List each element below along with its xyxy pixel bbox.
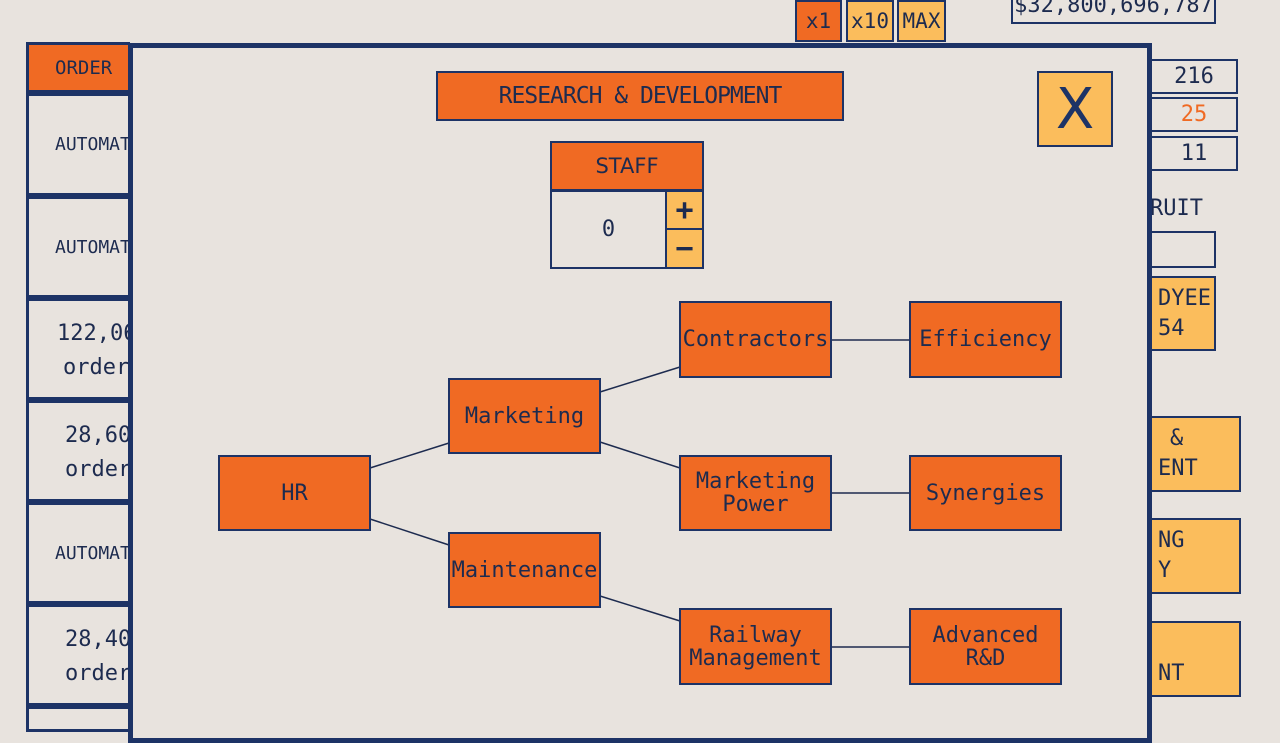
rnd-button-line2: ENT xyxy=(1158,456,1198,481)
tree-node-label: Marketing xyxy=(695,469,816,494)
close-button[interactable]: X xyxy=(1037,71,1113,147)
order-row-amount: 28,60 xyxy=(65,423,132,448)
tree-node-advanced-rnd[interactable]: Advanced R&D xyxy=(909,608,1062,685)
marketing-button[interactable]: NG Y xyxy=(1150,518,1241,594)
staff-widget xyxy=(550,141,704,269)
multiplier-max-button[interactable]: MAX xyxy=(897,0,946,42)
employee-button-label: DYEE xyxy=(1158,286,1211,311)
tree-node-label: Management xyxy=(689,645,822,671)
staff-label: STAFF xyxy=(552,143,702,189)
tree-node-contractors[interactable]: Contractors xyxy=(679,301,832,378)
close-icon: X xyxy=(1055,76,1095,142)
tree-node-maintenance[interactable]: Maintenance xyxy=(448,532,601,608)
order-row[interactable]: AUTOMAT xyxy=(29,96,131,193)
money-display: $32,800,696,787 xyxy=(1011,0,1216,24)
management-button-line2: NT xyxy=(1158,661,1185,686)
order-row[interactable]: 28,40 order xyxy=(29,607,132,703)
marketing-button-line1: NG xyxy=(1158,528,1185,553)
order-row-label: AUTOMAT xyxy=(55,542,131,564)
tree-node-label: Railway xyxy=(709,622,802,648)
tree-node-label: Power xyxy=(722,492,789,517)
minus-icon: − xyxy=(675,231,694,266)
tree-node-railway-management[interactable]: Railway Management xyxy=(679,608,832,685)
stat-value-3: 11 xyxy=(1150,136,1238,171)
order-row[interactable]: 28,60 order xyxy=(29,403,132,499)
plus-icon: + xyxy=(675,192,694,228)
staff-divider xyxy=(552,189,702,192)
staff-increment-button[interactable]: + xyxy=(665,192,702,230)
order-row-amount: 28,40 xyxy=(65,627,132,652)
order-row-label: AUTOMAT xyxy=(55,134,131,155)
tree-node-label: Advanced xyxy=(932,622,1039,648)
order-row-label: AUTOMAT xyxy=(55,236,131,258)
recruit-label: RUIT xyxy=(1150,196,1203,221)
order-row[interactable]: 122,06 order xyxy=(29,301,137,397)
order-row-unit: order xyxy=(65,661,132,686)
multiplier-x10-button[interactable]: x10 xyxy=(846,0,894,42)
modal-title: RESEARCH & DEVELOPMENT xyxy=(436,71,844,121)
stat-value-2: 25 xyxy=(1150,97,1238,132)
order-row-unit: order xyxy=(65,457,132,482)
order-row[interactable]: AUTOMAT xyxy=(29,199,131,295)
rnd-button-line1: & xyxy=(1170,426,1184,451)
order-row[interactable]: AUTOMAT xyxy=(29,505,131,601)
order-list-header[interactable]: ORDER xyxy=(29,45,130,90)
tree-node-label: R&D xyxy=(965,645,1006,671)
rnd-button[interactable]: & ENT xyxy=(1150,416,1241,492)
marketing-button-line2: Y xyxy=(1158,558,1172,583)
order-row-amount: 122,06 xyxy=(57,321,137,346)
staff-decrement-button[interactable]: − xyxy=(665,230,702,267)
management-button[interactable]: NT xyxy=(1150,621,1241,697)
tree-node-marketing-power[interactable]: Marketing Power xyxy=(679,455,832,531)
tree-node-hr[interactable]: HR xyxy=(218,455,371,531)
order-row-unit: order xyxy=(63,355,130,380)
tree-node-efficiency[interactable]: Efficiency xyxy=(909,301,1062,378)
research-tree-connectors xyxy=(369,339,910,648)
tree-node-synergies[interactable]: Synergies xyxy=(909,455,1062,531)
multiplier-x1-button[interactable]: x1 xyxy=(795,0,842,42)
tree-node-marketing[interactable]: Marketing xyxy=(448,378,601,454)
employee-button-count: 54 xyxy=(1158,316,1185,341)
staff-value: 0 xyxy=(552,192,665,267)
